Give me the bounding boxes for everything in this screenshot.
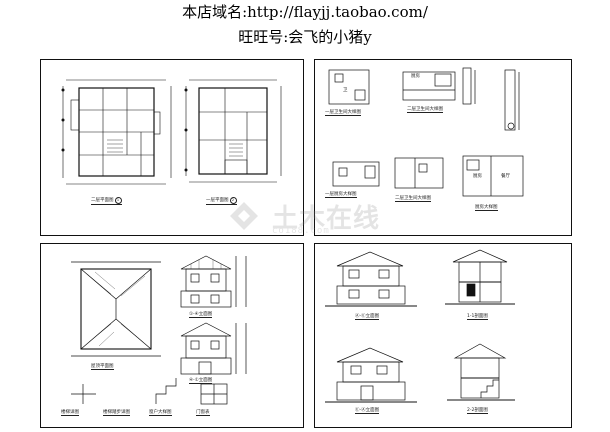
- wangwang-id-line: 旺旺号:会飞的小猪y: [238, 28, 372, 46]
- detail-label: 一层卫生间大样图: [325, 110, 361, 116]
- elevations-sections-drawing: [325, 249, 515, 403]
- detail-label: 厨房大样图: [475, 205, 498, 211]
- drawing-label: 楼梯详图: [61, 410, 79, 416]
- drawing-label: 窗户大样图: [149, 410, 172, 416]
- sheet-details: 厨房 卫 厨房 餐厅 一层卫生间大样图 二层卫生间大样图 一层厨房大样图 二层卫…: [314, 59, 572, 236]
- drawing-label: Ⓐ-Ⓔ立面图: [355, 314, 380, 320]
- room-text: 厨房: [473, 174, 482, 179]
- drawing-label: Ⓔ-Ⓐ立面图: [355, 408, 380, 414]
- watermark-subtext: co188.com: [272, 226, 330, 236]
- sheet-roof-elevations: 屋顶平面图 ①-④立面图 ④-①立面图 楼梯详图 楼梯踏步详图 窗户大样图 门窗…: [40, 243, 304, 428]
- watermark-text: 土木在线: [272, 204, 381, 234]
- drawing-label: 楼梯踏步详图: [103, 410, 130, 416]
- room-text: 餐厅: [501, 174, 510, 179]
- drawing-label: 1-1剖面图: [467, 314, 488, 320]
- roof-elevations-drawing: [71, 255, 247, 405]
- details-drawing: [328, 67, 524, 197]
- detail-label: 二层卫生间大样图: [395, 196, 431, 202]
- detail-label: 一层厨房大样图: [325, 192, 357, 198]
- floor-plans-drawing: [61, 79, 282, 185]
- shop-domain-line: 本店域名:http://flayjj.taobao.com/: [182, 3, 428, 21]
- drawing-label: 门窗表: [196, 410, 210, 416]
- drawing-label: 2-2剖面图: [467, 408, 488, 414]
- watermark: 土木在线 co188.com: [222, 196, 422, 236]
- sheet-elevations-sections: Ⓐ-Ⓔ立面图 1-1剖面图 Ⓔ-Ⓐ立面图 2-2剖面图: [314, 243, 572, 428]
- room-text: 厨房: [411, 74, 420, 79]
- detail-label: 二层卫生间大样图: [407, 107, 443, 113]
- drawing-label: ①-④立面图: [189, 312, 213, 318]
- drawing-label: 屋顶平面图: [91, 364, 114, 370]
- watermark-logo-icon: [230, 202, 258, 230]
- room-text: 卫: [343, 88, 348, 93]
- drawing-label: ④-①立面图: [189, 378, 213, 384]
